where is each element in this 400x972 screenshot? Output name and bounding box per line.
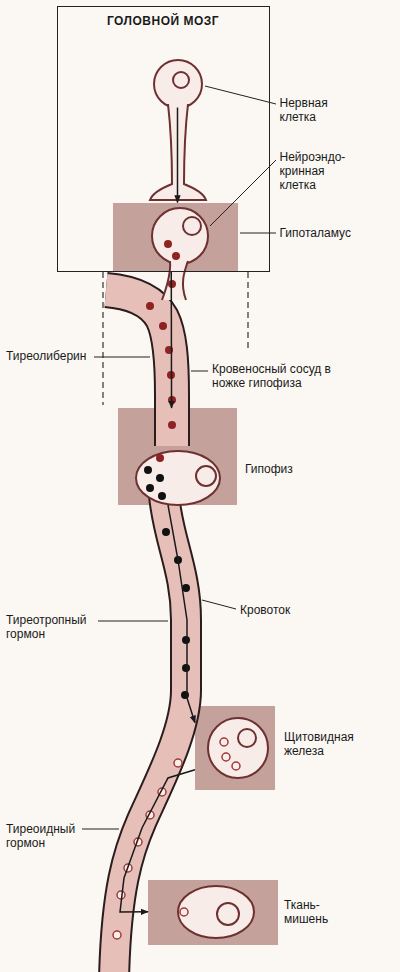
text-slot: Кровоток (240, 603, 340, 617)
thyroid-hormone-dot (222, 753, 230, 761)
releasing-hormone-dot (159, 322, 167, 330)
hormone-label: Тиреолиберин (6, 349, 106, 363)
hormone-label: Тиреотропный гормон (6, 613, 96, 642)
thyroid-hormone-dot (220, 738, 228, 746)
leader-line (205, 86, 276, 104)
text-slot: Тиреолиберин (6, 349, 106, 363)
text-slot: ГОЛОВНОЙ МОЗГ (57, 14, 270, 28)
target-cell (178, 886, 254, 938)
flow-arrow (168, 505, 195, 723)
leader-line (82, 829, 119, 830)
target-square (148, 880, 278, 945)
pituitary-cell (136, 451, 220, 505)
region-title: ГОЛОВНОЙ МОЗГ (57, 14, 270, 28)
nucleus (183, 217, 201, 235)
tropic-hormone-dot (181, 691, 189, 699)
hormone-particles (113, 240, 240, 939)
dashed-line (102, 272, 103, 405)
text-slot: Ткань-мишень (284, 898, 344, 927)
vessels (106, 290, 186, 972)
bloodstream (114, 495, 186, 972)
leader-line (94, 357, 150, 358)
cell-neck (162, 261, 188, 300)
cells (136, 60, 268, 938)
flow-arrow (120, 770, 195, 912)
thyroid-hormone-dot (174, 759, 182, 767)
leader-line (240, 233, 276, 234)
region-label: Ткань-мишень (284, 898, 344, 927)
text-slot: Гипоталамус (280, 226, 380, 240)
text-slot: Тиреотропный гормон (6, 613, 96, 642)
nucleus (238, 729, 256, 747)
tropic-hormone-dot (144, 466, 152, 474)
blood-label: Кровоток (240, 603, 340, 617)
text-slot: Кровеносный сосуд в ножке гипофиза (212, 362, 337, 391)
releasing-hormone-dot (164, 240, 172, 248)
cell-label: Нервная клетка (280, 96, 350, 125)
tropic-hormone-dot (158, 492, 166, 500)
cell-neck-fill (162, 258, 188, 300)
vessel-label: Кровеносный сосуд в ножке гипофиза (212, 362, 337, 391)
region-label: Гипоталамус (280, 226, 380, 240)
tropic-hormone-dot (156, 474, 164, 482)
thyroid-cell (208, 718, 268, 778)
releasing-hormone-dot (156, 454, 164, 462)
tropic-hormone-dot (182, 636, 190, 644)
dashed-line (247, 272, 248, 348)
tropic-hormone-dot (162, 528, 170, 536)
tropic-hormone-dot (182, 664, 190, 672)
text-slot: Нервная клетка (280, 96, 350, 125)
leader-line (210, 160, 276, 226)
text-slot: Щитовидная железа (284, 730, 384, 759)
hypothalamus-region: Нейроэндо-кринная клеткаГипоталамус (113, 203, 238, 272)
brain-region-box: ГОЛОВНОЙ МОЗГ Нервная клеткаНейроэндо-кри… (57, 6, 270, 272)
thyroid-square (195, 706, 275, 790)
tropic-hormone-dot (146, 484, 154, 492)
thyroid-region: Щитовидная железа (195, 706, 275, 790)
region-label: Щитовидная железа (284, 730, 384, 759)
text-slot: Тиреоидный гормон (6, 822, 86, 851)
thyroid-hormone-dot (113, 931, 121, 939)
nerve-cell-body (154, 60, 202, 108)
thyroid-hormone-dot (180, 908, 188, 916)
leader-line (98, 621, 168, 622)
flow-arrow (171, 272, 173, 409)
bloodstream-outline (114, 495, 186, 972)
pituitary-region: Гипофиз (118, 408, 237, 505)
flow-arrow (177, 108, 179, 203)
text-slot: Нейроэндо-кринная клетка (280, 150, 355, 193)
releasing-hormone-dot (146, 302, 154, 310)
leader-line (191, 371, 208, 372)
cell-label: Нейроэндо-кринная клетка (280, 150, 355, 193)
nucleus (196, 466, 216, 486)
nucleus (173, 72, 189, 88)
stalk-vessel (106, 290, 172, 446)
releasing-hormone-dot (172, 252, 180, 260)
leader-line (202, 600, 236, 609)
releasing-hormone-dot (168, 421, 176, 429)
stalk-vessel-outline (106, 290, 172, 446)
leader-lines (82, 86, 276, 829)
nucleus (217, 903, 239, 925)
nerve-cell: Нервная клетка (152, 60, 204, 108)
text-slot: Гипофиз (245, 462, 345, 476)
thyroid-hormone-dot (232, 762, 240, 770)
region-label: Гипофиз (245, 462, 345, 476)
hormone-label: Тиреоидный гормон (6, 822, 86, 851)
neuroendocrine-cell-body (152, 208, 208, 264)
target-tissue-region: Ткань-мишень (148, 880, 278, 945)
